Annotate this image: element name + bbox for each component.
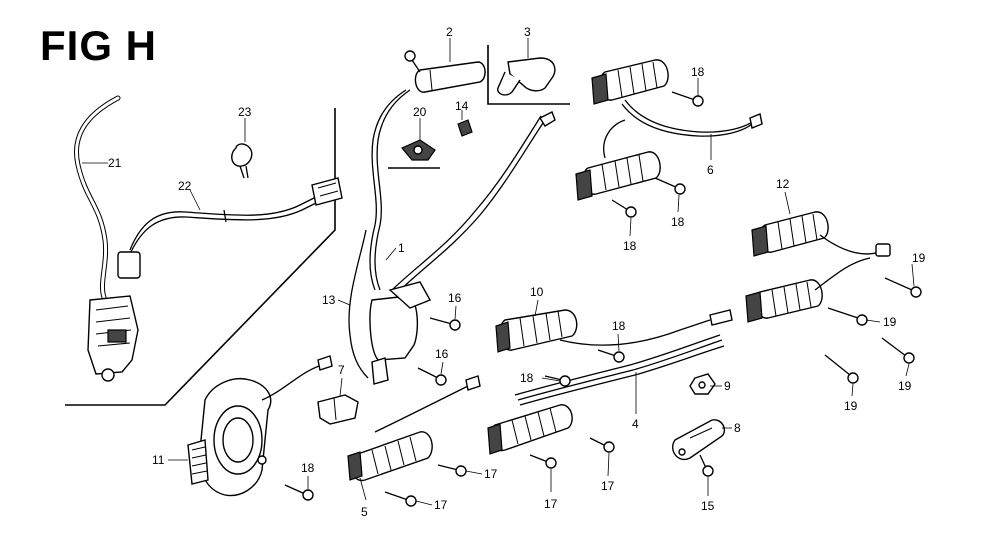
callout-17-a: 17 bbox=[484, 467, 498, 481]
callout-21: 21 bbox=[108, 156, 122, 170]
part-8-plate bbox=[672, 419, 726, 461]
part-23-band bbox=[231, 143, 253, 179]
part-14-clip bbox=[457, 119, 473, 137]
callout-7: 7 bbox=[338, 363, 345, 377]
callout-2: 2 bbox=[446, 25, 453, 39]
callout-14: 14 bbox=[455, 99, 469, 113]
callout-11: 11 bbox=[152, 453, 165, 467]
part-11-stator bbox=[187, 355, 333, 497]
callout-18-bottom: 18 bbox=[301, 461, 315, 475]
leader-lines bbox=[82, 38, 915, 506]
group-frame-cap bbox=[487, 45, 570, 105]
callout-19-b: 19 bbox=[883, 315, 897, 329]
callout-18-center-low: 18 bbox=[520, 371, 534, 385]
callout-18-top: 18 bbox=[691, 65, 705, 79]
part-9-nut bbox=[689, 373, 716, 395]
part-22-sub-harness bbox=[117, 177, 343, 279]
figure-title: FIG H bbox=[40, 22, 157, 69]
callout-17-d: 17 bbox=[601, 479, 615, 493]
callout-1: 1 bbox=[398, 241, 405, 255]
callout-19-a: 19 bbox=[912, 251, 926, 265]
part-3-plug-cap-elbow bbox=[497, 57, 556, 96]
part-2-plug-cap bbox=[404, 50, 486, 93]
callout-19-c: 19 bbox=[898, 379, 912, 393]
callout-18-low: 18 bbox=[623, 239, 637, 253]
callout-23: 23 bbox=[238, 105, 252, 119]
coil-lower-middle bbox=[487, 404, 573, 455]
callout-13: 13 bbox=[322, 293, 336, 307]
callout-labels: 21 22 23 2 3 20 14 18 6 18 18 12 19 19 1… bbox=[108, 25, 926, 519]
callout-19-d: 19 bbox=[844, 399, 858, 413]
callout-17-b: 17 bbox=[434, 498, 448, 512]
callout-16-b: 16 bbox=[435, 347, 449, 361]
callout-5: 5 bbox=[361, 505, 368, 519]
part-7-bracket bbox=[317, 394, 359, 425]
callout-12: 12 bbox=[776, 177, 790, 191]
group-frame-left bbox=[65, 108, 336, 406]
callout-17-c: 17 bbox=[544, 497, 558, 511]
callout-15: 15 bbox=[701, 499, 715, 513]
callout-4: 4 bbox=[632, 417, 639, 431]
part-12-coil-right bbox=[745, 211, 891, 323]
callout-18-mid: 18 bbox=[671, 215, 685, 229]
part-1-ignition-coil bbox=[348, 89, 556, 385]
part-21-switch-harness bbox=[74, 95, 139, 382]
callout-22: 22 bbox=[178, 179, 192, 193]
bolts bbox=[284, 91, 922, 507]
callout-8: 8 bbox=[734, 421, 741, 435]
part-6-coil-upper bbox=[575, 59, 763, 201]
callout-18-center: 18 bbox=[612, 319, 626, 333]
callout-6: 6 bbox=[707, 163, 714, 177]
callout-3: 3 bbox=[524, 25, 531, 39]
callout-9: 9 bbox=[724, 379, 731, 393]
part-20-clip bbox=[401, 139, 436, 161]
callout-10: 10 bbox=[530, 285, 544, 299]
callout-16-a: 16 bbox=[448, 291, 462, 305]
callout-20: 20 bbox=[413, 105, 427, 119]
part-10-coil bbox=[495, 309, 578, 353]
part-5-coil bbox=[347, 375, 481, 482]
part-4-harness bbox=[514, 309, 733, 406]
